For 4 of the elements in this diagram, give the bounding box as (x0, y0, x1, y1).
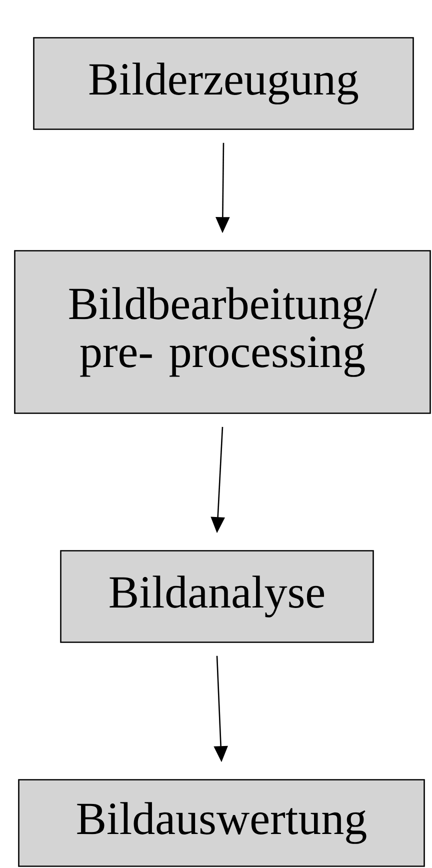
process-box: Bildauswertung (18, 779, 425, 867)
process-box: Bildanalyse (60, 550, 374, 643)
process-box: Bilderzeugung (33, 37, 414, 130)
process-box: Bildbearbeitung/ pre- processing (14, 250, 431, 414)
